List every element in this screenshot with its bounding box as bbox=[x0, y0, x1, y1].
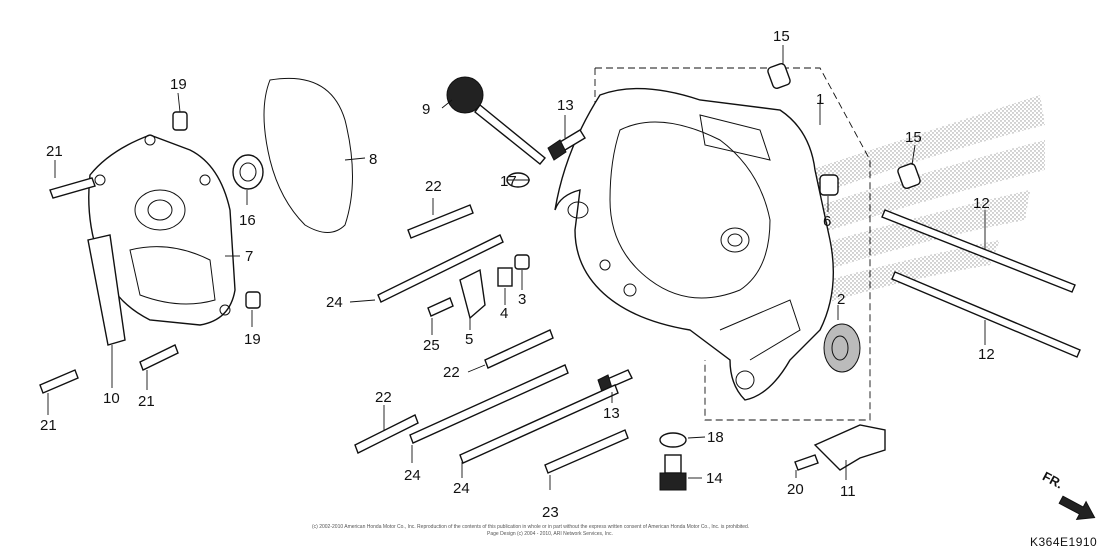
callout-8: 8 bbox=[369, 151, 377, 168]
left-cover-assembly bbox=[87, 134, 236, 346]
callout-13b: 13 bbox=[603, 405, 620, 422]
callout-20: 20 bbox=[787, 481, 804, 498]
oil-level-dipstick bbox=[446, 76, 546, 165]
callout-labels: 1 2 3 4 5 6 7 8 9 10 11 12 12 13 13 14 1… bbox=[40, 28, 995, 521]
callout-17: 17 bbox=[500, 173, 517, 190]
dowel-pin-upper bbox=[172, 111, 188, 131]
callout-23: 23 bbox=[542, 504, 559, 521]
leader-lines bbox=[47, 45, 986, 490]
drain-bolt bbox=[659, 454, 687, 491]
callout-1: 1 bbox=[816, 91, 824, 108]
callout-21b: 21 bbox=[138, 393, 155, 410]
stud-bolts bbox=[881, 209, 1081, 358]
callout-10: 10 bbox=[103, 390, 120, 407]
callout-2: 2 bbox=[837, 291, 845, 308]
spring bbox=[497, 267, 513, 287]
callout-22b: 22 bbox=[443, 364, 460, 381]
callout-14: 14 bbox=[706, 470, 723, 487]
wing-logo-watermark bbox=[780, 95, 1045, 305]
callout-6: 6 bbox=[823, 213, 831, 230]
flange-bolt-bracket bbox=[794, 454, 819, 471]
mounting-bracket bbox=[813, 424, 886, 471]
ball-bearing bbox=[823, 323, 861, 373]
gasket bbox=[263, 77, 353, 233]
page-design-notice: Page Design (c) 2004 - 2010, ARI Network… bbox=[487, 531, 613, 537]
callout-12b: 12 bbox=[978, 346, 995, 363]
callout-24c: 24 bbox=[453, 480, 470, 497]
link-plate bbox=[459, 268, 486, 320]
callout-15b: 15 bbox=[905, 129, 922, 146]
callout-19b: 19 bbox=[244, 331, 261, 348]
diagram-code: K364E1910 bbox=[1030, 535, 1097, 549]
callout-21c: 21 bbox=[40, 417, 57, 434]
callout-4: 4 bbox=[500, 305, 508, 322]
flange-bolt-upper bbox=[547, 129, 586, 161]
copyright-notice: (c) 2002-2010 American Honda Motor Co., … bbox=[312, 524, 749, 530]
callout-11: 11 bbox=[840, 483, 856, 500]
callout-12a: 12 bbox=[973, 195, 990, 212]
callout-25: 25 bbox=[423, 337, 440, 354]
callout-24b: 24 bbox=[404, 467, 421, 484]
callout-22a: 22 bbox=[425, 178, 442, 195]
callout-13a: 13 bbox=[557, 97, 574, 114]
front-arrow-icon bbox=[1058, 495, 1096, 520]
right-crankcase-cover-assembly bbox=[554, 67, 871, 421]
flange-bolt-small bbox=[427, 297, 454, 317]
dowel-pin-lower bbox=[245, 291, 261, 309]
callout-3: 3 bbox=[518, 291, 526, 308]
callout-7: 7 bbox=[245, 248, 253, 265]
callout-22c: 22 bbox=[375, 389, 392, 406]
plug-small bbox=[514, 254, 530, 270]
callout-19a: 19 bbox=[170, 76, 187, 93]
direction-label: FR. bbox=[1040, 469, 1066, 492]
dowel-pin-right bbox=[897, 163, 921, 189]
callout-16: 16 bbox=[239, 212, 256, 229]
sealing-washer bbox=[659, 432, 687, 448]
callout-5: 5 bbox=[465, 331, 473, 348]
callout-18: 18 bbox=[707, 429, 724, 446]
front-direction-indicator: FR. bbox=[1040, 469, 1096, 520]
callout-21a: 21 bbox=[46, 143, 63, 160]
callout-15a: 15 bbox=[773, 28, 790, 45]
dowel-pin-top bbox=[767, 63, 791, 89]
long-bolts bbox=[39, 177, 629, 474]
callout-24a: 24 bbox=[326, 294, 343, 311]
collar bbox=[819, 174, 839, 196]
oil-seal bbox=[232, 154, 264, 190]
callout-9: 9 bbox=[422, 101, 430, 118]
